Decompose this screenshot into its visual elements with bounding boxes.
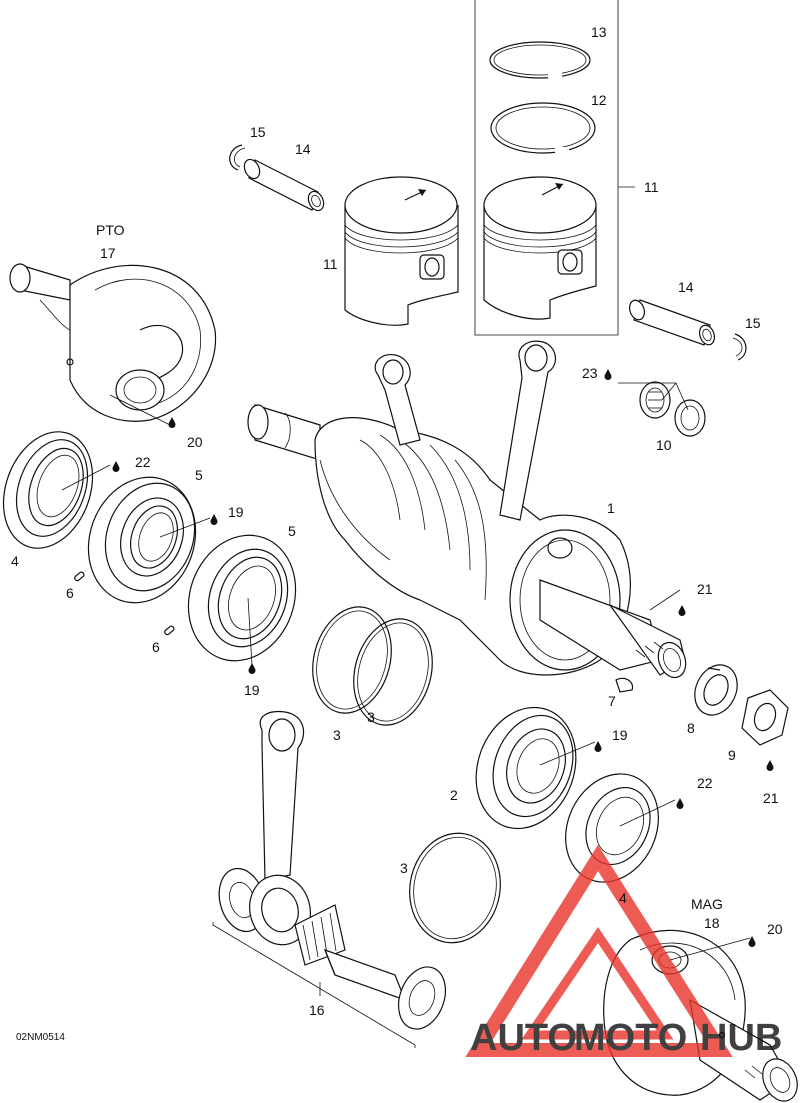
connecting-rod-kit — [212, 710, 446, 1048]
callout-7: 7 — [608, 693, 616, 709]
callout-19: 19 — [612, 727, 628, 743]
callout-18: 18 — [704, 915, 720, 931]
dowel-pin-upper — [74, 571, 85, 582]
piston-ring-second — [490, 102, 596, 156]
callout-19: 19 — [228, 504, 244, 520]
main-bearing-pto-outer — [87, 476, 197, 604]
callout-9: 9 — [728, 747, 736, 763]
callout-15: 15 — [250, 124, 266, 140]
callout-10: 10 — [656, 437, 672, 453]
piston-left — [344, 176, 459, 326]
callout-15: 15 — [745, 315, 761, 331]
callout-2: 2 — [450, 787, 458, 803]
callout-20: 20 — [767, 921, 783, 937]
callout-6: 6 — [66, 585, 74, 601]
callout-4: 4 — [619, 890, 627, 906]
diagram-code: 02NM0514 — [16, 1032, 65, 1043]
watermark-text-moto: MOTO — [574, 1017, 687, 1059]
callout-22: 22 — [135, 454, 151, 470]
woodruff-key — [615, 677, 634, 693]
crankshaft-assembly — [247, 340, 687, 679]
oil-seal-pto — [2, 431, 94, 549]
callout-6: 6 — [152, 639, 160, 655]
callout-19: 19 — [244, 682, 260, 698]
group-label-mag: MAG — [691, 896, 723, 912]
callout-8: 8 — [687, 720, 695, 736]
direction-arrow-icon — [418, 189, 426, 196]
main-bearing-pto-inner — [187, 534, 297, 662]
callout-22: 22 — [697, 775, 713, 791]
callout-21: 21 — [763, 790, 779, 806]
main-bearing-mag — [475, 706, 577, 830]
callout-3: 3 — [400, 860, 408, 876]
callout-16: 16 — [309, 1002, 325, 1018]
watermark-text-auto: AUTO — [470, 1017, 577, 1059]
group-label-pto: PTO — [96, 222, 125, 238]
crankshaft-nut — [741, 689, 789, 746]
o-ring-1 — [312, 606, 392, 714]
callout-3: 3 — [367, 709, 375, 725]
callout-11: 11 — [644, 179, 659, 195]
callout-5: 5 — [288, 523, 296, 539]
circlip-upper — [229, 144, 246, 171]
piston-right — [483, 176, 597, 320]
lock-washer — [694, 664, 738, 716]
direction-arrow-icon — [555, 183, 563, 190]
piston-group-frame — [474, 0, 635, 336]
callout-5: 5 — [195, 467, 203, 483]
watermark-logo: AUTO MOTO HUB — [465, 844, 782, 1059]
callout-21: 21 — [697, 581, 713, 597]
callout-11: 11 — [323, 256, 338, 272]
callout-3: 3 — [333, 727, 341, 743]
pto-crank-half — [9, 263, 217, 422]
callout-20: 20 — [187, 434, 203, 450]
dowel-pin-lower — [164, 625, 175, 636]
needle-bearing-small — [639, 381, 706, 437]
o-ring-3 — [409, 832, 501, 944]
callout-14: 14 — [295, 141, 311, 157]
callout-labels: 13 12 11 11 15 14 14 15 PTO 17 20 22 5 1… — [11, 24, 783, 1043]
leader-lines — [61, 382, 751, 961]
callout-1: 1 — [607, 500, 615, 516]
callout-23: 23 — [582, 365, 598, 381]
callout-13: 13 — [591, 24, 607, 40]
piston-pin-upper — [243, 158, 325, 212]
piston-pin-lower — [628, 299, 716, 346]
watermark-text-hub: HUB — [700, 1017, 782, 1059]
callout-4: 4 — [11, 553, 19, 569]
o-ring-2 — [353, 618, 433, 726]
callout-17: 17 — [100, 245, 116, 261]
callout-12: 12 — [591, 92, 607, 108]
circlip-lower — [732, 333, 747, 361]
piston-ring-top — [489, 41, 591, 80]
callout-14: 14 — [678, 279, 694, 295]
